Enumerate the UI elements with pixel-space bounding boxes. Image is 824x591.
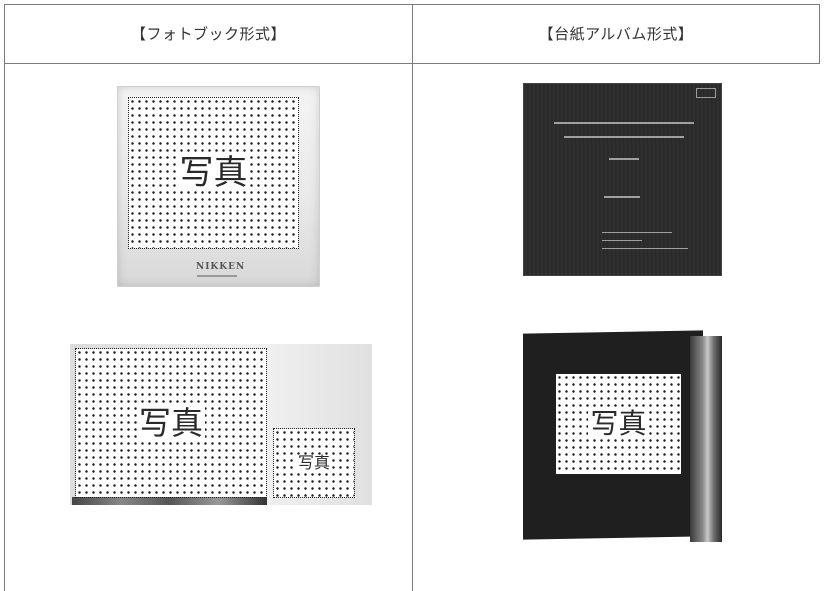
photo-placeholder-small: 写真 bbox=[273, 428, 355, 498]
cover-text-line bbox=[609, 158, 639, 160]
photo-placeholder-bottom-right: 写真 bbox=[555, 373, 682, 475]
spread-page-edge bbox=[72, 497, 267, 505]
table-center-divider bbox=[412, 4, 413, 591]
cover-text-line bbox=[564, 136, 684, 138]
photo-label: 写真 bbox=[136, 404, 205, 442]
frame-brand-subline bbox=[197, 275, 237, 277]
table-left-border bbox=[4, 4, 5, 591]
cover-label-tag bbox=[696, 88, 716, 98]
cover-text-line bbox=[604, 196, 640, 198]
album-page-curl bbox=[690, 336, 722, 542]
cover-text-line bbox=[602, 240, 642, 241]
table-right-border bbox=[819, 4, 820, 64]
cover-text-line bbox=[602, 248, 688, 249]
photo-placeholder-large: 写真 bbox=[75, 348, 267, 498]
header-photobook-format: 【フォトブック形式】 bbox=[130, 25, 286, 43]
photo-label: 写真 bbox=[177, 153, 250, 193]
header-album-format: 【台紙アルバム形式】 bbox=[538, 25, 694, 43]
album-cover-image bbox=[524, 84, 721, 275]
cover-text-line bbox=[554, 122, 694, 124]
photo-label: 写真 bbox=[295, 453, 332, 472]
cover-text-line bbox=[602, 232, 672, 233]
photo-placeholder-top-left: 写真 bbox=[128, 97, 299, 249]
frame-brand-logo: NIKKEN bbox=[196, 262, 246, 272]
photo-label: 写真 bbox=[588, 407, 649, 440]
